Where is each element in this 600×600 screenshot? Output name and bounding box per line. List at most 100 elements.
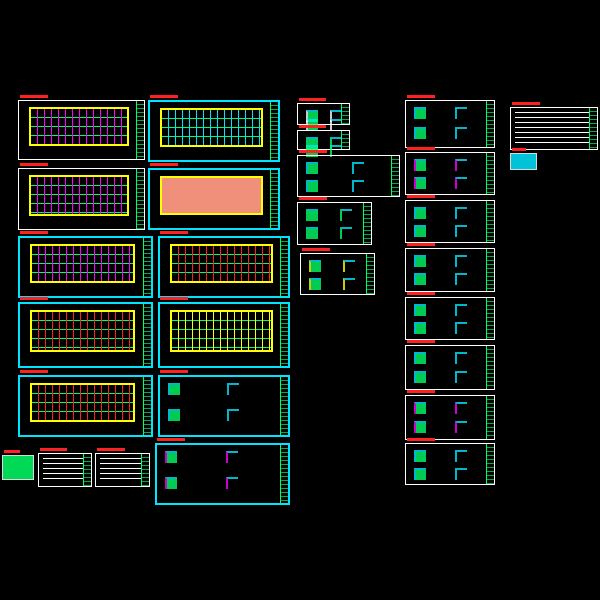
- detail-node: [414, 467, 426, 480]
- detail-node: [414, 273, 426, 286]
- detail-node: [227, 409, 240, 422]
- detail-node: [414, 127, 426, 140]
- detail-node: [454, 107, 467, 119]
- sheet-title: [20, 297, 48, 300]
- sheet-title: [150, 163, 178, 166]
- detail-node: [454, 370, 467, 383]
- detail-node: [454, 304, 467, 316]
- title-block: [486, 201, 494, 242]
- detail-node: [306, 179, 318, 192]
- detail-node: [414, 177, 426, 190]
- drawing-sheet-17[interactable]: [297, 155, 400, 197]
- drawing-sheet-12[interactable]: [2, 455, 34, 480]
- drawing-sheet-7[interactable]: [18, 302, 153, 368]
- title-block: [486, 101, 494, 147]
- drawing-sheet-6[interactable]: [158, 236, 290, 298]
- drawing-sheet-1[interactable]: [18, 100, 145, 160]
- title-block: [486, 346, 494, 389]
- drawing-sheet-9[interactable]: [18, 375, 153, 437]
- detail-node: [454, 225, 467, 238]
- drawing-sheet-20[interactable]: [405, 100, 495, 148]
- drawing-sheet-22[interactable]: [405, 200, 495, 243]
- detail-node: [225, 451, 238, 463]
- title-block: [341, 131, 349, 149]
- detail-node: [414, 450, 426, 462]
- sheet-title: [160, 297, 188, 300]
- title-block: [486, 298, 494, 339]
- floor-plan: [160, 175, 263, 216]
- detail-node: [414, 255, 426, 267]
- title-block: [141, 454, 149, 486]
- sheet-title: [299, 197, 327, 200]
- detail-node: [454, 402, 467, 414]
- title-block: [143, 377, 151, 435]
- drawing-sheet-25[interactable]: [405, 345, 495, 390]
- detail-node: [454, 207, 467, 219]
- sheet-title: [299, 150, 327, 153]
- drawing-sheet-24[interactable]: [405, 297, 495, 340]
- drawing-sheet-3[interactable]: [18, 168, 145, 230]
- detail-node: [414, 402, 426, 414]
- title-block: [270, 102, 278, 160]
- drawing-sheet-21[interactable]: [405, 152, 495, 195]
- detail-node: [306, 162, 318, 174]
- drawing-sheet-23[interactable]: [405, 248, 495, 292]
- detail-node: [339, 209, 352, 221]
- detail-node: [329, 119, 342, 132]
- drawing-sheet-14[interactable]: [95, 453, 150, 487]
- detail-node: [454, 177, 467, 190]
- title-block: [280, 238, 288, 296]
- detail-node: [414, 322, 426, 335]
- detail-node: [329, 145, 342, 158]
- detail-node: [454, 273, 467, 286]
- drawing-sheet-16[interactable]: [297, 130, 350, 158]
- drawing-sheet-27[interactable]: [405, 443, 495, 485]
- title-block: [280, 304, 288, 366]
- sheet-title: [302, 248, 330, 251]
- sheet-title: [407, 147, 435, 150]
- detail-node: [329, 110, 342, 122]
- sheet-title: [407, 195, 435, 198]
- floor-plan: [160, 107, 263, 148]
- detail-node: [414, 159, 426, 171]
- drawing-sheet-10[interactable]: [158, 375, 290, 437]
- sheet-title: [20, 163, 48, 166]
- drawing-sheet-11[interactable]: [155, 443, 290, 505]
- title-block: [486, 249, 494, 291]
- title-block: [341, 104, 349, 124]
- sheet-title: [512, 102, 540, 105]
- sheet-title: [4, 450, 20, 453]
- drawing-sheet-19[interactable]: [300, 253, 375, 295]
- detail-node: [306, 227, 318, 240]
- sheet-title: [160, 370, 188, 373]
- floor-plan: [30, 243, 136, 284]
- detail-node: [342, 277, 355, 290]
- title-block: [589, 108, 597, 149]
- drawing-sheet-29[interactable]: [510, 153, 537, 170]
- sheet-title: [157, 438, 185, 441]
- title-block: [136, 101, 144, 159]
- drawing-sheet-28[interactable]: [510, 107, 598, 150]
- detail-node: [454, 450, 467, 462]
- detail-node: [454, 255, 467, 267]
- drawing-sheet-8[interactable]: [158, 302, 290, 368]
- drawing-sheet-5[interactable]: [18, 236, 153, 298]
- drawing-sheet-4[interactable]: [148, 168, 280, 230]
- floor-plan: [29, 175, 129, 216]
- sheet-title: [407, 95, 435, 98]
- drawing-sheet-15[interactable]: [297, 103, 350, 132]
- detail-node: [414, 352, 426, 364]
- detail-node: [165, 477, 177, 490]
- detail-node: [454, 420, 467, 433]
- drawing-sheet-18[interactable]: [297, 202, 372, 245]
- title-block: [486, 396, 494, 439]
- detail-node: [306, 209, 318, 221]
- title-block: [391, 156, 399, 196]
- drawing-sheet-2[interactable]: [148, 100, 280, 162]
- title-block: [136, 169, 144, 229]
- title-block: [83, 454, 91, 486]
- drawing-sheet-13[interactable]: [38, 453, 92, 487]
- sheet-title: [150, 95, 178, 98]
- drawing-sheet-26[interactable]: [405, 395, 495, 440]
